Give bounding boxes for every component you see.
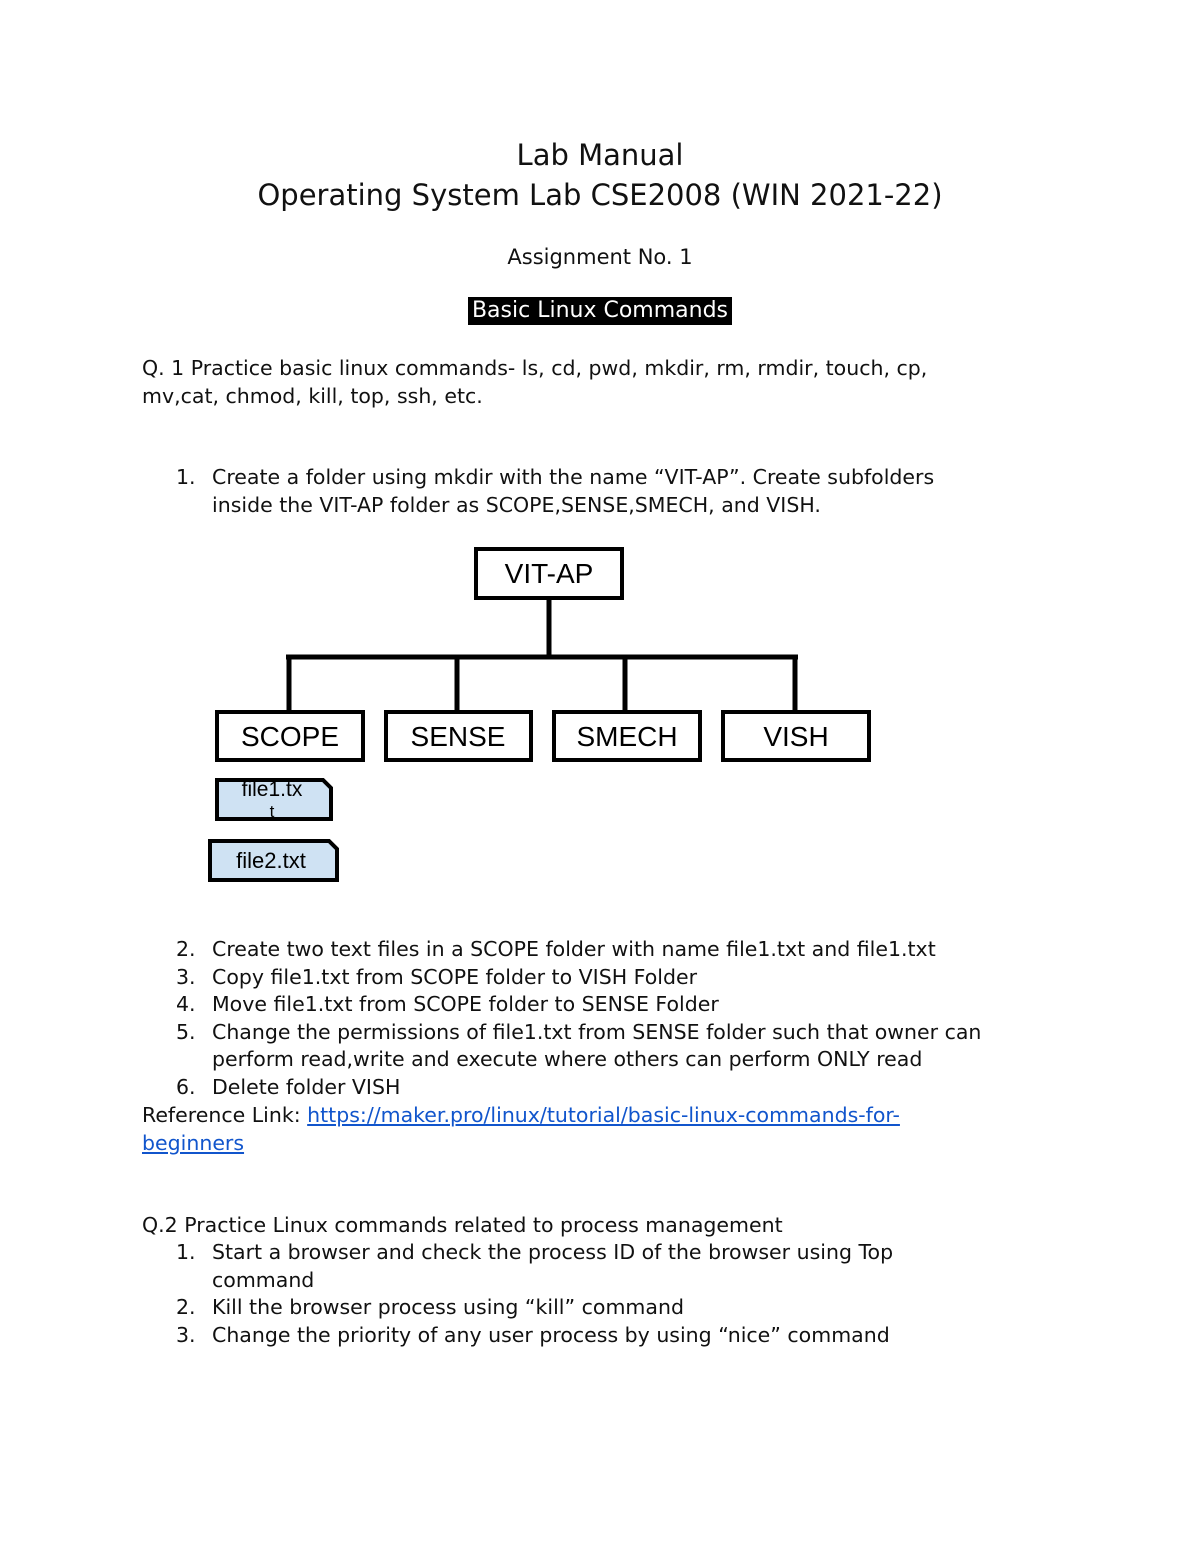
file2-label: file2.txt [236,848,306,873]
child-folder-box [384,710,533,762]
list-item-text: perform read,write and execute where oth… [212,1047,923,1071]
reference-link-continued[interactable]: beginners [142,1131,245,1155]
child-folder-label: SENSE [411,721,506,752]
list-item: 2. Create two text files in a SCOPE fold… [142,936,1072,964]
list-item: 3. Change the priority of any user proce… [142,1322,1072,1350]
list-item-text: Change the priority of any user process … [212,1322,890,1347]
list-item-text: command [212,1267,315,1292]
list-item-number: 4. [176,992,196,1016]
list-item-number: 3. [176,964,196,989]
title-line-2: Operating System Lab CSE2008 (WIN 2021-2… [257,178,943,212]
list-item: 6. Delete folder VISH [142,1074,1072,1102]
title-line-1: Lab Manual [516,138,684,172]
child-folder-box [552,710,702,762]
q2-list: 1. Start a browser and check the process… [142,1239,1072,1349]
list-item: 1. Create a folder using mkdir with the … [142,464,1072,519]
list-item-number: 1. [176,1240,196,1264]
list-item: 1. Start a browser and check the process… [142,1239,1072,1294]
list-item-text: Start a browser and check the process ID… [212,1240,894,1264]
file1-label-line-2: t [270,802,275,821]
q1-prompt: Q. 1 Practice basic linux commands- ls, … [142,354,1072,410]
file-icon [208,839,339,882]
list-item-text: inside the VIT-AP folder as SCOPE,SENSE,… [212,492,821,517]
root-folder-box [474,547,624,600]
root-folder-label: VIT-AP [505,558,594,589]
q1-list-rest: 2. Create two text files in a SCOPE fold… [142,936,1072,1101]
child-folder-label: SCOPE [241,721,339,752]
child-folder-box [721,710,871,762]
list-item-number: 1. [176,465,196,489]
list-item: 2. Kill the browser process using “kill”… [142,1294,1072,1322]
list-item-text: Kill the browser process using “kill” co… [212,1295,684,1319]
list-item-text: Copy file1.txt from SCOPE folder to VISH… [212,964,698,989]
q1-list-first: 1. Create a folder using mkdir with the … [142,464,1072,519]
child-folder-label: SMECH [576,721,677,752]
child-folder-label: VISH [763,721,828,752]
q1-prompt-line-2: mv,cat, chmod, kill, top, ssh, etc. [142,384,483,408]
q2-prompt: Q.2 Practice Linux commands related to p… [142,1213,783,1237]
list-item: 5. Change the permissions of file1.txt f… [142,1019,1072,1074]
list-item-text: Change the permissions of file1.txt from… [212,1019,982,1044]
list-item: 3. Copy file1.txt from SCOPE folder to V… [142,964,1072,992]
list-item-number: 2. [176,937,196,961]
list-item-text: Delete folder VISH [212,1074,401,1099]
reference-link[interactable]: https://maker.pro/linux/tutorial/basic-l… [307,1103,900,1127]
file-icon [215,778,333,821]
section-heading: Basic Linux Commands [467,297,733,325]
reference-label: Reference Link: [142,1103,308,1127]
list-item-number: 2. [176,1295,196,1319]
reference: Reference Link: https://maker.pro/linux/… [142,1101,1072,1157]
file1-label-line-1: file1.tx [242,778,303,801]
list-item-text: Move file1.txt from SCOPE folder to SENS… [212,992,719,1016]
list-item-text: Create a folder using mkdir with the nam… [212,465,935,489]
list-item-text: Create two text files in a SCOPE folder … [212,937,936,961]
q1-prompt-line-1: Q. 1 Practice basic linux commands- ls, … [142,356,928,380]
list-item-number: 3. [176,1322,196,1347]
list-item: 4. Move file1.txt from SCOPE folder to S… [142,991,1072,1019]
list-item-number: 5. [176,1019,196,1044]
assignment-number: Assignment No. 1 [507,245,693,269]
child-folder-box [215,710,365,762]
list-item-number: 6. [176,1074,196,1099]
